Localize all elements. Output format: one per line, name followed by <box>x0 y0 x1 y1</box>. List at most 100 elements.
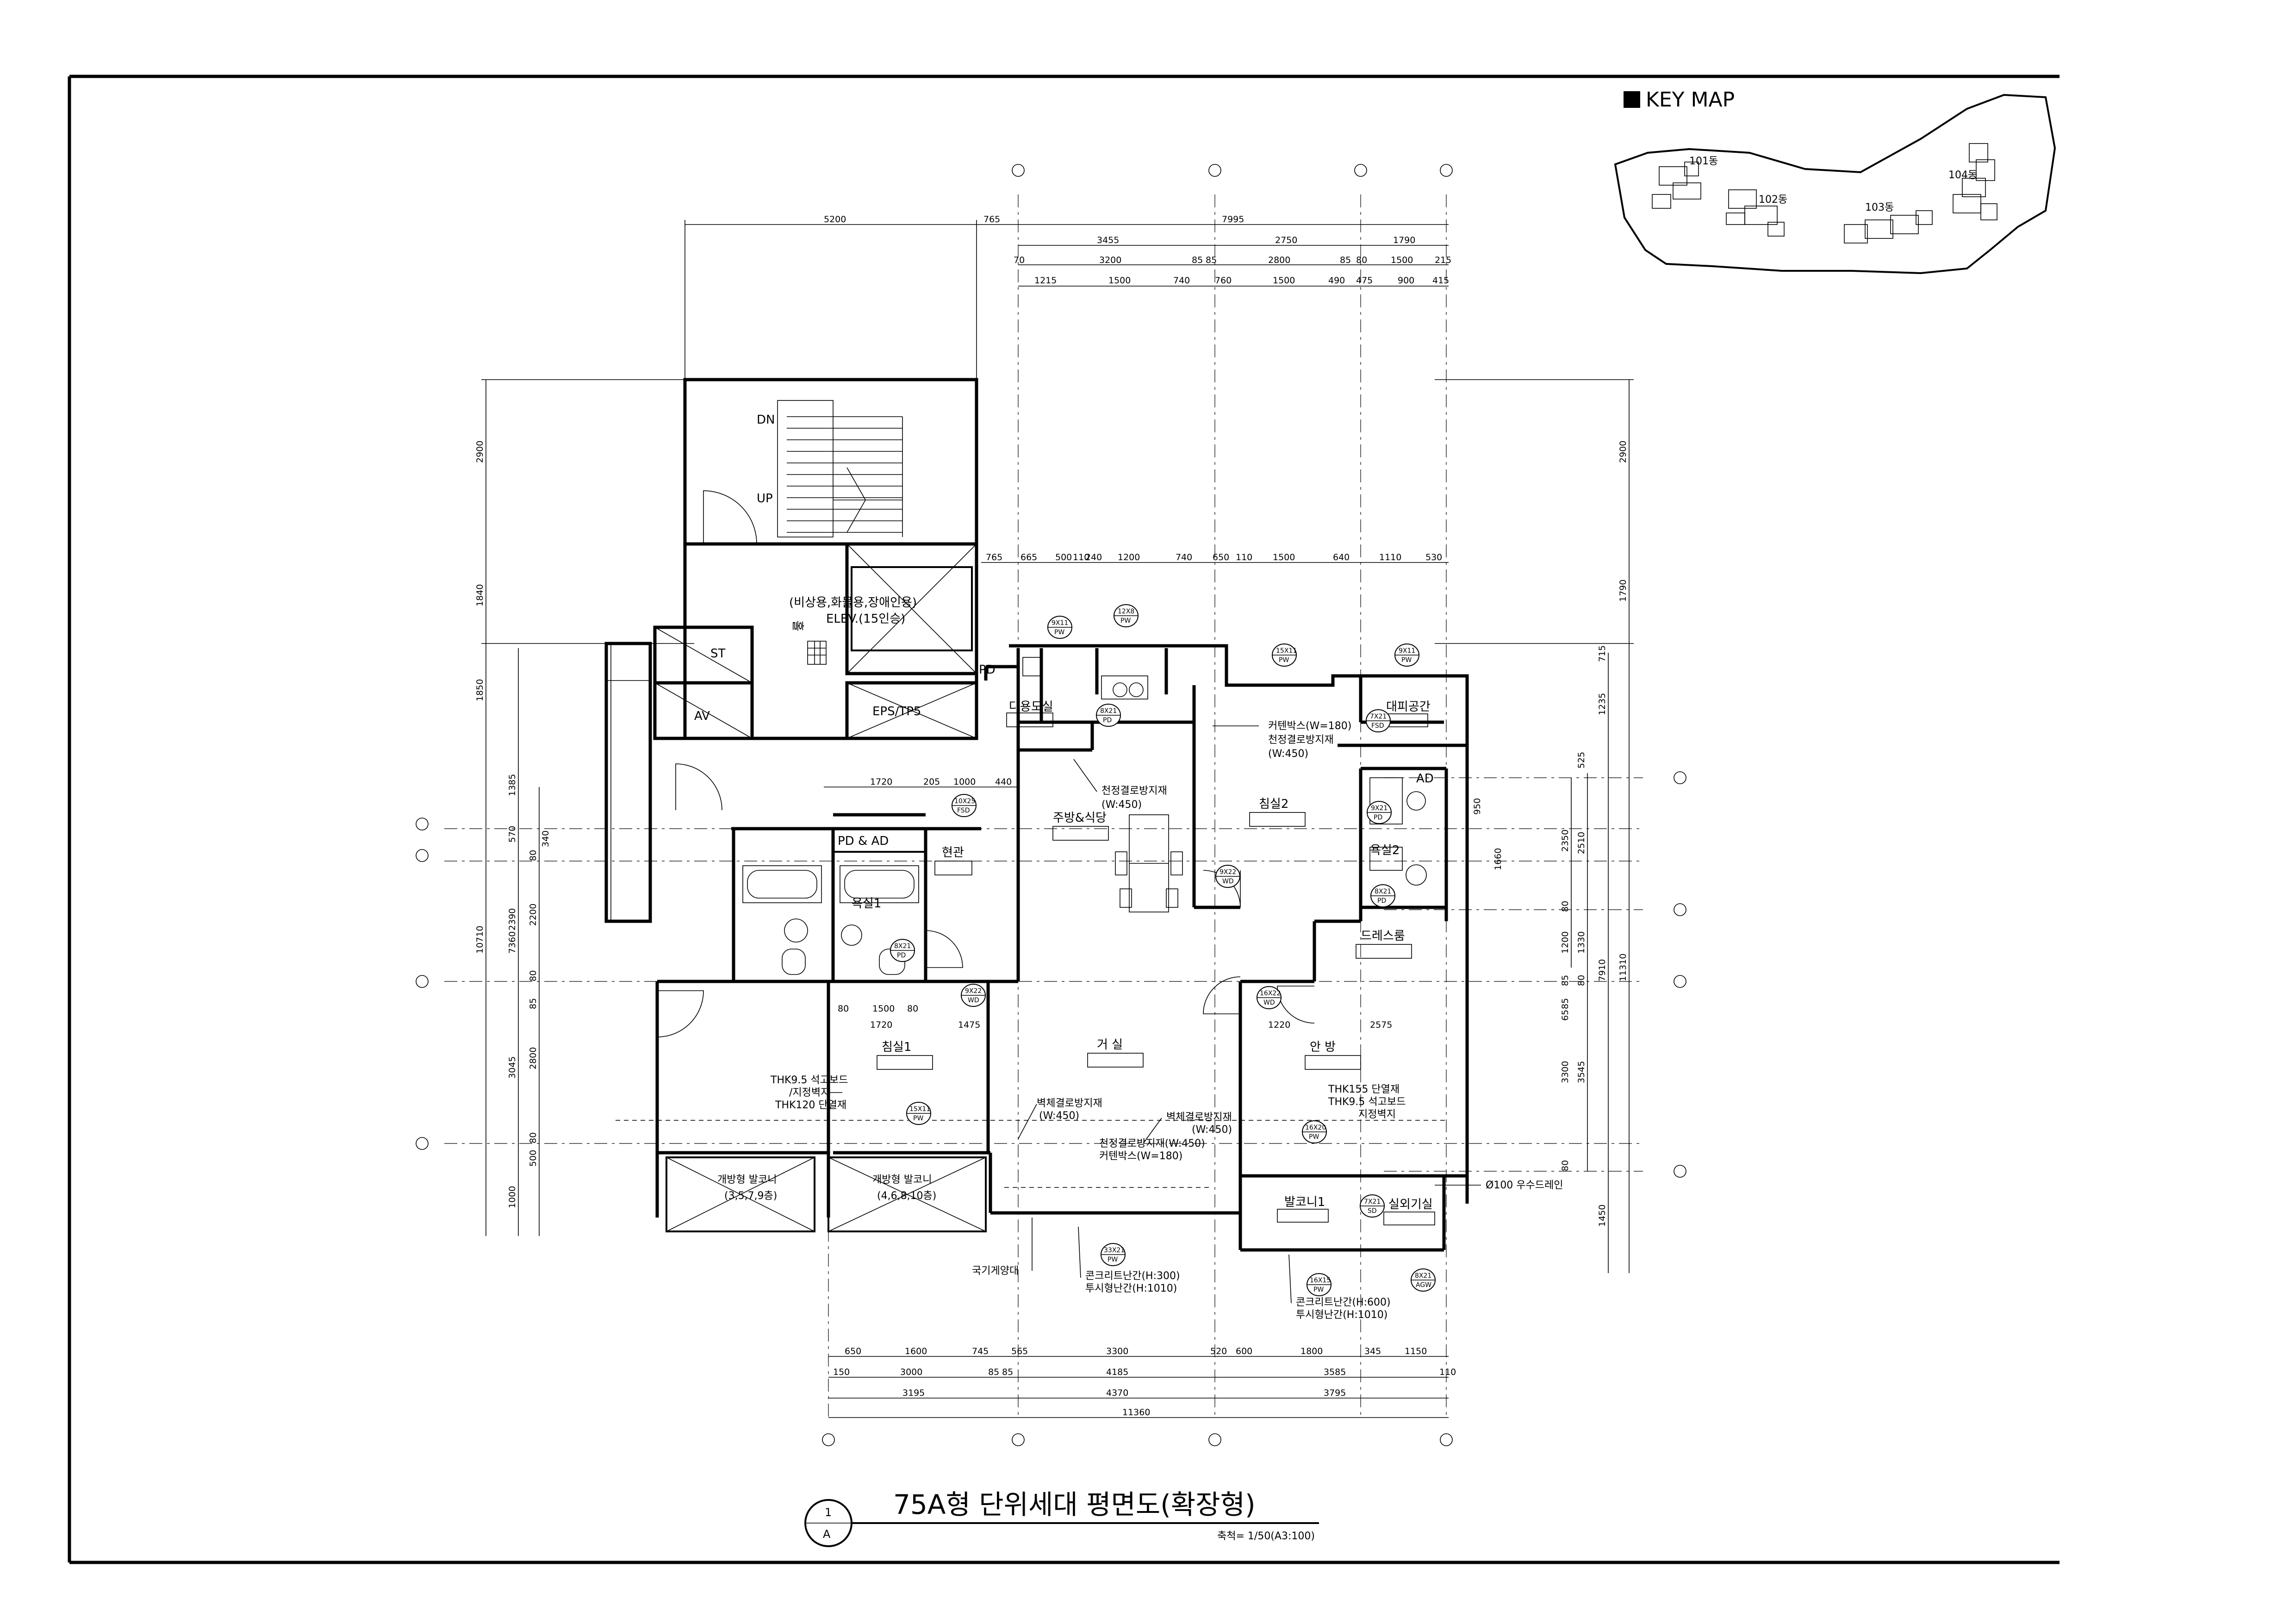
room-entrance-label: 현관 <box>942 846 964 860</box>
dim-top-3200: 3200 <box>1099 255 1121 265</box>
dim-mid-765: 765 <box>986 552 1002 562</box>
dim-mid-740: 740 <box>1176 552 1192 562</box>
elevator-label: ELEV.(15인승) <box>826 612 905 626</box>
dim-living-80a: 80 <box>838 1004 849 1014</box>
dim-bot-600: 600 <box>1236 1346 1252 1356</box>
dim-bot-1150: 1150 <box>1405 1346 1427 1356</box>
dim-left-10710: 10710 <box>475 926 485 954</box>
bathroom-fixtures <box>742 657 1427 975</box>
dim-bot-520: 520 <box>1210 1346 1227 1356</box>
dim-living-2575: 2575 <box>1370 1020 1392 1030</box>
dim-right-3545: 3545 <box>1576 1061 1587 1083</box>
tag-17-code: 16X15 <box>1310 1277 1331 1284</box>
tag-18-code: 8X21 <box>1415 1272 1431 1280</box>
tag-11-type: WD <box>968 997 979 1004</box>
sheet-border <box>68 75 2060 1564</box>
core-walls: DN UP (비상용,화물용,장애인용) ELEV.(15인승) 홀 ST AV… <box>604 378 978 923</box>
drawing-title: 75A형 단위세대 평면도(확장형) <box>893 1489 1256 1520</box>
left-dimensions: 2900 1840 1850 10710 7360 1000 1385 570 … <box>475 441 551 1208</box>
dim-top-415: 415 <box>1432 275 1449 286</box>
tag-2-type: PW <box>1120 617 1131 625</box>
tag-6-type: FSD <box>1371 722 1384 730</box>
bottom-dimensions: 650 1600 745 565 3300 520 600 1800 345 1… <box>833 1346 1456 1418</box>
tag-16-type: SD <box>1368 1207 1377 1215</box>
dim-left-500: 500 <box>528 1150 538 1167</box>
room-pdad-label: PD & AD <box>838 834 889 848</box>
key-map-marker-icon <box>1624 91 1640 108</box>
tag-3-type: PW <box>1279 656 1289 664</box>
room-shelter-label: 대피공간 <box>1386 700 1431 714</box>
core-hall-label: 홀 <box>790 620 804 631</box>
dim-right-2900: 2900 <box>1618 441 1628 463</box>
dim-bot-11360: 11360 <box>1122 1407 1150 1418</box>
title-block: 1 A 75A형 단위세대 평면도(확장형) 축척= 1/50(A3:100) <box>804 1489 1319 1547</box>
key-map-building-101: 101동 <box>1689 156 1718 167</box>
tag-6-code: 7X21 <box>1370 713 1387 720</box>
dim-inner-1000: 1000 <box>953 777 976 787</box>
door-swings <box>657 870 1315 1037</box>
dim-left-80a: 80 <box>528 850 538 861</box>
dim-right-2350: 2350 <box>1560 830 1570 852</box>
dim-left-2200: 2200 <box>528 904 538 926</box>
dim-right-85: 85 <box>1560 975 1570 986</box>
key-map-heading: KEY MAP <box>1646 88 1735 112</box>
tag-7-code: 10X25 <box>954 798 975 805</box>
key-map: KEY MAP 101동 102동 103동 104동 <box>1614 88 2056 275</box>
dim-living-1720: 1720 <box>870 1020 892 1030</box>
dim-bot-4370: 4370 <box>1106 1388 1128 1398</box>
note-railing-a1: 콘크리트난간(H:300) <box>1085 1270 1180 1282</box>
dim-mid-500: 500 <box>1055 552 1072 562</box>
dim-mid-110b: 110 <box>1236 552 1252 562</box>
room-bath1-label: 욕실1 <box>852 897 881 911</box>
detail-sheet: A <box>823 1528 831 1541</box>
dim-left-340: 340 <box>541 831 551 847</box>
dim-bot-3300: 3300 <box>1106 1346 1128 1356</box>
note-railing-a2: 투시형난간(H:1010) <box>1085 1283 1177 1294</box>
tag-14-type: PW <box>1309 1133 1319 1141</box>
note-flagpole: 국기게양대 <box>972 1265 1019 1277</box>
tag-15-code: 33X21 <box>1104 1247 1125 1254</box>
note-wall-cond-aw: (W:450) <box>1039 1110 1079 1122</box>
dim-top-215: 215 <box>1435 255 1451 265</box>
room-dressing-label: 드레스룸 <box>1361 929 1405 943</box>
dim-right-1200: 1200 <box>1560 931 1570 954</box>
dim-top-765: 765 <box>983 214 1000 225</box>
dim-left-7360: 7360 <box>507 931 517 954</box>
dim-top-85b: 85 <box>1206 255 1217 265</box>
dim-top-70: 70 <box>1014 255 1025 265</box>
note-wall-master-a: THK155 단열재 <box>1328 1084 1400 1095</box>
dim-right-715: 715 <box>1597 645 1607 662</box>
top-dimensions: 5200 765 7995 3455 2750 1790 70 3200 85 … <box>824 214 1451 286</box>
key-map-building-103: 103동 <box>1865 202 1894 213</box>
note-wall-master-b: THK9.5 석고보드 <box>1328 1096 1406 1108</box>
note-wall-cond-bw: (W:450) <box>1192 1124 1232 1136</box>
dimension-lines <box>481 220 1634 1418</box>
dim-right-80b: 80 <box>1576 975 1587 986</box>
dim-right-2510: 2510 <box>1576 832 1587 854</box>
dim-bot-345: 345 <box>1364 1346 1381 1356</box>
tag-9-type: PD <box>897 952 906 959</box>
tag-3-code: 15X11 <box>1276 647 1297 655</box>
dim-left-80b: 80 <box>528 970 538 981</box>
tag-14-code: 16X20 <box>1305 1124 1326 1131</box>
dim-top-740: 740 <box>1173 275 1190 286</box>
note-ceiling-cond-2w: (W:450) <box>1101 799 1142 811</box>
tag-4-code: 9X11 <box>1399 647 1415 655</box>
mid-dimensions: 765 665 500 110 240 1200 740 650 110 150… <box>838 552 1442 1030</box>
dim-top-760: 760 <box>1215 275 1232 286</box>
dim-top-85c: 85 <box>1340 255 1351 265</box>
dim-top-85a: 85 <box>1192 255 1203 265</box>
room-outdoor-unit-label: 실외기실 <box>1388 1198 1433 1212</box>
room-pd-label: PD <box>979 663 996 677</box>
dim-right-80c: 80 <box>1560 1160 1570 1171</box>
dim-right-1235: 1235 <box>1597 693 1607 715</box>
room-master-label: 안 방 <box>1310 1040 1336 1054</box>
